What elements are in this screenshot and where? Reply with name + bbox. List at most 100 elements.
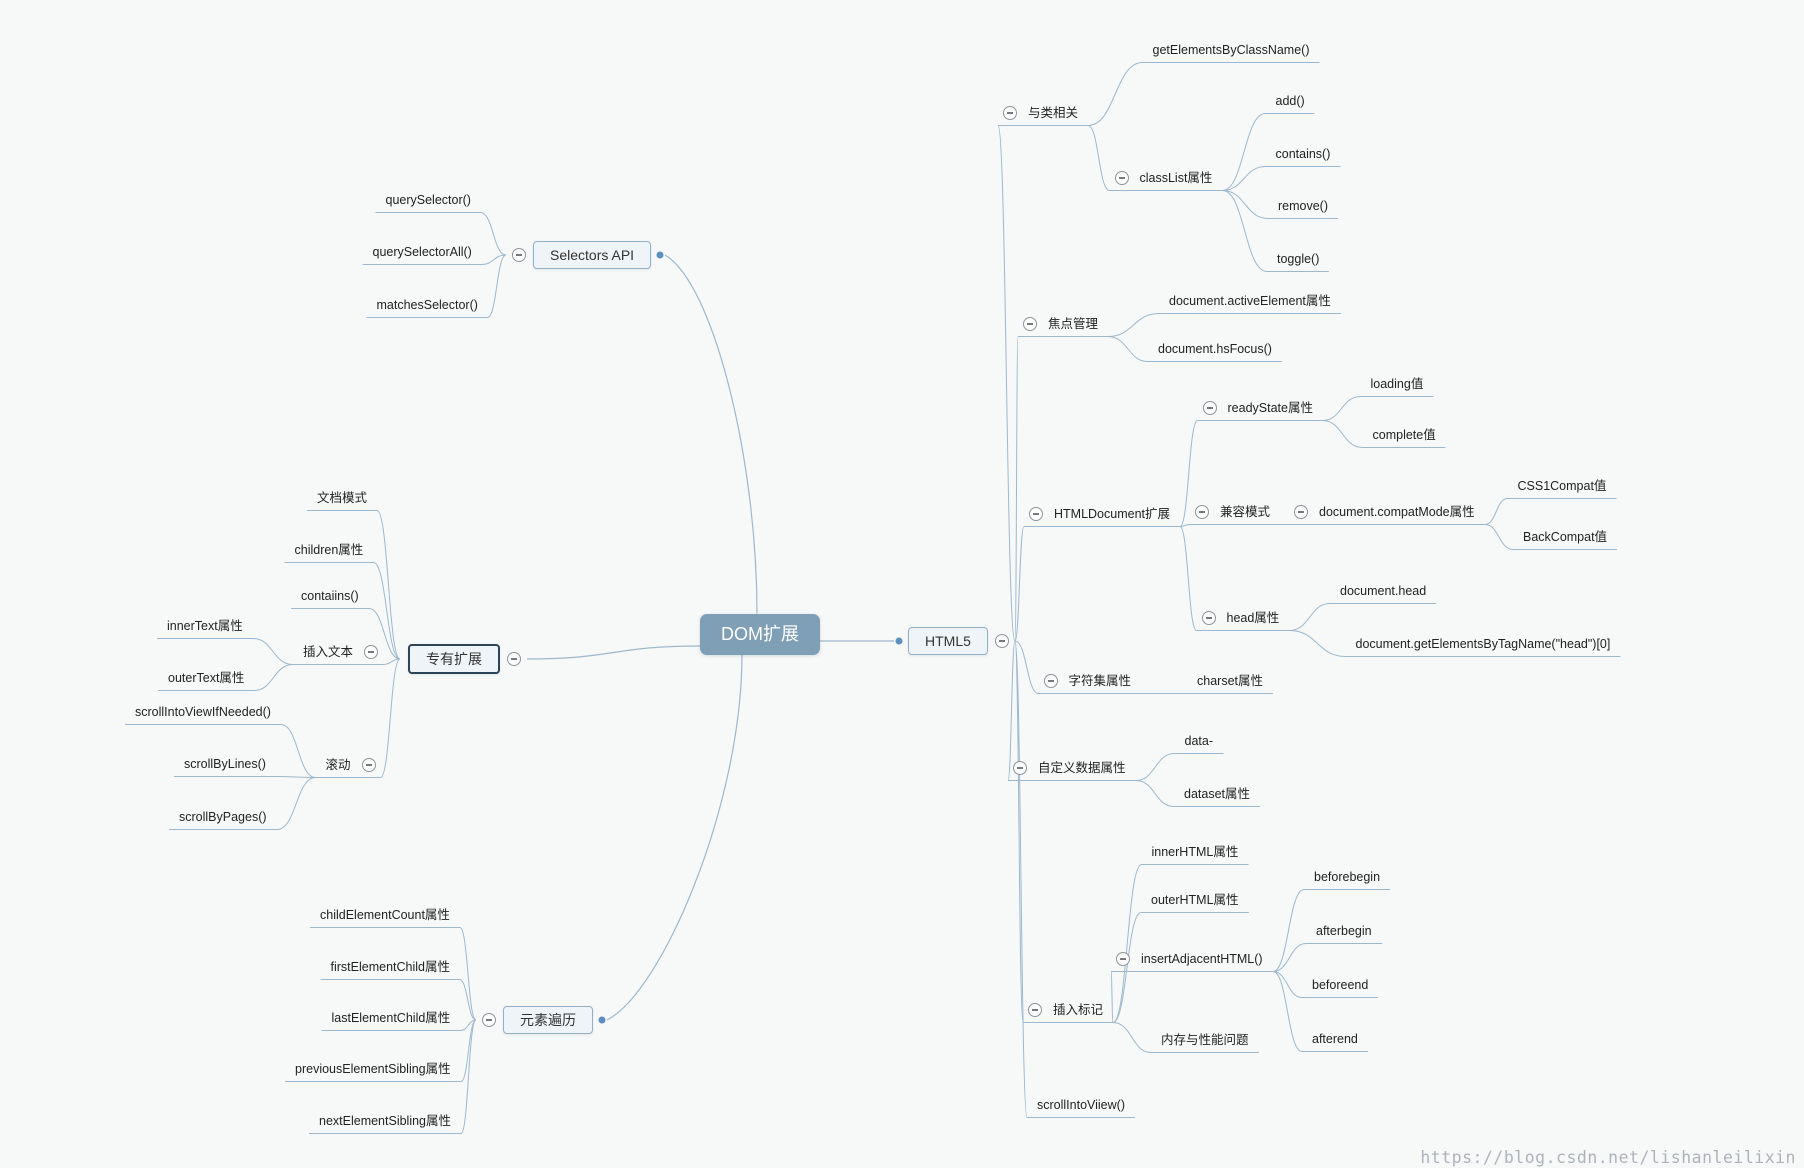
node-docmode[interactable]: 文档模式 bbox=[317, 490, 368, 505]
branch-line bbox=[252, 638, 294, 665]
node-scrollIntoViiew[interactable]: scrollIntoViiew() bbox=[1037, 1097, 1125, 1112]
node-innerText[interactable]: innerText属性 bbox=[167, 618, 243, 633]
node-innerHTML[interactable]: innerHTML属性 bbox=[1151, 844, 1239, 859]
node-docGetHead[interactable]: document.getElementsByTagName("head")[0] bbox=[1355, 636, 1611, 651]
node-proprietary[interactable]: 专有扩展 bbox=[408, 644, 500, 674]
node-completeVal[interactable]: complete值 bbox=[1372, 427, 1436, 442]
branch-line bbox=[280, 724, 316, 778]
node-getElementsByClassName[interactable]: getElementsByClassName() bbox=[1152, 42, 1310, 57]
node-afterend[interactable]: afterend bbox=[1312, 1031, 1358, 1046]
collapse-icon[interactable] bbox=[507, 652, 521, 666]
branch-line bbox=[373, 562, 401, 660]
branch-line bbox=[1484, 498, 1508, 525]
node-instext[interactable]: 插入文本 bbox=[303, 644, 354, 659]
branch-line bbox=[1014, 526, 1025, 642]
node-beforeend[interactable]: beforeend bbox=[1312, 977, 1369, 992]
node-hsFocus[interactable]: document.hsFocus() bbox=[1158, 341, 1272, 356]
node-dataAttrs[interactable]: 自定义数据属性 bbox=[1038, 760, 1126, 775]
collapse-icon[interactable] bbox=[1003, 106, 1017, 120]
branch-line bbox=[1179, 420, 1198, 527]
node-matchesSelector[interactable]: matchesSelector() bbox=[376, 297, 478, 312]
node-datasetProp[interactable]: dataset属性 bbox=[1184, 786, 1251, 801]
collapse-icon[interactable] bbox=[1114, 171, 1129, 185]
node-loadingVal[interactable]: loading值 bbox=[1370, 376, 1424, 391]
node-outerHTML[interactable]: outerHTML属性 bbox=[1151, 892, 1239, 907]
node-scrollGrp[interactable]: 滚动 bbox=[325, 757, 351, 772]
branch-line bbox=[368, 608, 401, 660]
node-compatMode[interactable]: 兼容模式 bbox=[1220, 504, 1271, 519]
node-lastElementChild[interactable]: lastElementChild属性 bbox=[331, 1010, 451, 1025]
node-clsRelated[interactable]: 与类相关 bbox=[1028, 105, 1079, 120]
node-htmldoc[interactable]: HTMLDocument扩展 bbox=[1054, 506, 1170, 521]
node-insertMarkup[interactable]: 插入标记 bbox=[1053, 1002, 1104, 1017]
collapse-icon[interactable] bbox=[1023, 317, 1037, 331]
node-add[interactable]: add() bbox=[1275, 93, 1305, 108]
node-selectors[interactable]: Selectors API bbox=[533, 241, 652, 269]
node-beforebegin[interactable]: beforebegin bbox=[1314, 869, 1381, 884]
collapse-icon[interactable] bbox=[361, 758, 376, 772]
collapse-icon[interactable] bbox=[1013, 761, 1027, 775]
node-previousElementSibling[interactable]: previousElementSibling属性 bbox=[295, 1061, 451, 1076]
node-remove[interactable]: remove() bbox=[1278, 198, 1329, 213]
branch-line bbox=[460, 1019, 477, 1134]
collapse-icon[interactable] bbox=[1116, 952, 1130, 966]
node-contaiins[interactable]: contaiins() bbox=[301, 588, 359, 603]
node-root[interactable]: DOM扩展 bbox=[700, 613, 820, 655]
node-headProp[interactable]: head属性 bbox=[1226, 610, 1280, 625]
node-toggle[interactable]: toggle() bbox=[1277, 251, 1320, 266]
collapse-icon[interactable] bbox=[1201, 611, 1216, 625]
node-classList[interactable]: classList属性 bbox=[1139, 170, 1213, 185]
node-outerText[interactable]: outerText属性 bbox=[168, 670, 245, 685]
node-compatModeProp[interactable]: document.compatMode属性 bbox=[1319, 504, 1475, 519]
branch-line bbox=[1484, 524, 1514, 550]
branch-line bbox=[1112, 1022, 1152, 1053]
node-focusMgmt[interactable]: 焦点管理 bbox=[1048, 316, 1099, 331]
node-memPerf[interactable]: 内存与性能问题 bbox=[1161, 1032, 1249, 1047]
branch-line bbox=[1014, 336, 1019, 642]
branch-line bbox=[487, 254, 507, 318]
branch-line bbox=[459, 979, 477, 1021]
collapse-icon[interactable] bbox=[1043, 674, 1058, 688]
node-docHead[interactable]: document.head bbox=[1340, 583, 1427, 598]
branch-line bbox=[664, 254, 758, 614]
collapse-icon[interactable] bbox=[1028, 1003, 1042, 1017]
node-querySelector[interactable]: querySelector() bbox=[385, 192, 471, 207]
collapse-icon[interactable] bbox=[512, 248, 526, 262]
branch-line bbox=[1272, 889, 1305, 972]
node-nextElementSibling[interactable]: nextElementSibling属性 bbox=[319, 1113, 452, 1128]
collapse-icon[interactable] bbox=[1202, 401, 1217, 415]
node-scrollIntoViewIfNeeded[interactable]: scrollIntoViewIfNeeded() bbox=[135, 704, 271, 719]
node-traversal[interactable]: 元素遍历 bbox=[503, 1006, 593, 1034]
node-charsetProp[interactable]: charset属性 bbox=[1197, 673, 1263, 688]
node-childrenProp[interactable]: children属性 bbox=[294, 542, 364, 557]
branch-line bbox=[376, 510, 401, 660]
branch-line bbox=[1135, 780, 1175, 807]
collapse-icon[interactable] bbox=[1029, 507, 1043, 521]
branch-line bbox=[276, 777, 316, 830]
node-dataDash[interactable]: data- bbox=[1184, 733, 1214, 748]
node-backcompat[interactable]: BackCompat值 bbox=[1523, 529, 1608, 544]
node-charsetGrp[interactable]: 字符集属性 bbox=[1068, 673, 1132, 688]
node-firstElementChild[interactable]: firstElementChild属性 bbox=[330, 959, 450, 974]
collapse-icon[interactable] bbox=[364, 645, 378, 659]
branch-line bbox=[380, 658, 401, 778]
collapse-icon[interactable] bbox=[995, 634, 1009, 648]
node-activeElement[interactable]: document.activeElement属性 bbox=[1169, 293, 1331, 308]
node-contains[interactable]: contains() bbox=[1275, 146, 1331, 161]
node-readyState[interactable]: readyState属性 bbox=[1227, 400, 1313, 415]
branch-line bbox=[1110, 971, 1114, 1023]
node-querySelectorAll[interactable]: querySelectorAll() bbox=[372, 244, 472, 259]
node-scrollByLines[interactable]: scrollByLines() bbox=[184, 756, 266, 771]
branch-line bbox=[606, 654, 743, 1021]
node-css1compat[interactable]: CSS1Compat值 bbox=[1517, 478, 1607, 493]
node-childElementCount[interactable]: childElementCount属性 bbox=[320, 907, 450, 922]
collapse-icon[interactable] bbox=[1195, 505, 1209, 519]
node-afterbegin[interactable]: afterbegin bbox=[1316, 923, 1372, 938]
node-scrollByPages[interactable]: scrollByPages() bbox=[179, 809, 267, 824]
branch-line bbox=[1222, 190, 1268, 272]
node-html5[interactable]: HTML5 bbox=[908, 627, 988, 655]
node-insertAdjacentHTML[interactable]: insertAdjacentHTML() bbox=[1141, 951, 1263, 966]
collapse-icon[interactable] bbox=[1294, 505, 1308, 519]
collapse-icon[interactable] bbox=[482, 1013, 496, 1027]
